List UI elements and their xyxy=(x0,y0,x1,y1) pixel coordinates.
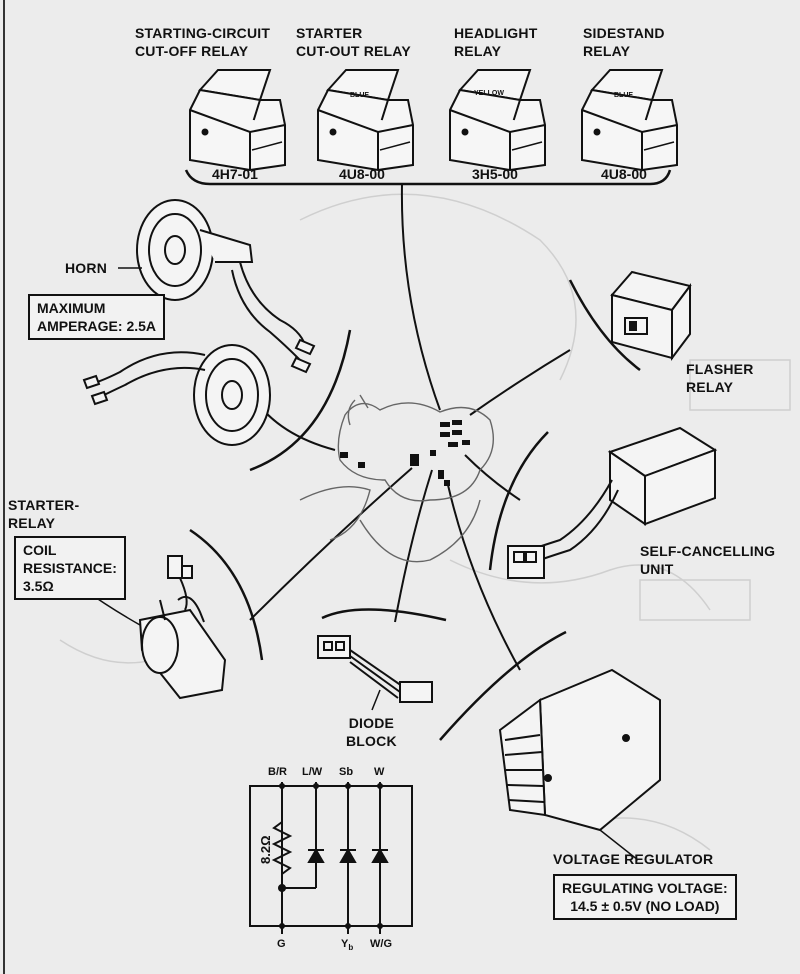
pin-top-4: W xyxy=(374,766,385,778)
relay-code-3: 3H5-00 xyxy=(472,166,518,182)
relay-4 xyxy=(581,69,678,172)
relay-3 xyxy=(449,69,546,172)
relay-color-headlight: YELLOW xyxy=(474,90,504,97)
relay-code-1: 4H7-01 xyxy=(212,166,258,182)
relay-color-sidestand: BLUE xyxy=(614,92,634,99)
horn-spec-box: MAXIMUM AMPERAGE: 2.5A xyxy=(28,294,166,340)
relay-label-starting-circuit: STARTING-CIRCUIT CUT-OFF RELAY xyxy=(135,25,271,59)
diodes xyxy=(307,848,389,863)
regulator-label: VOLTAGE REGULATOR xyxy=(553,851,714,867)
relay-color-starter-cutout: BLUE xyxy=(350,92,370,99)
pin-bottom-2-subscript: b xyxy=(348,943,354,953)
relay-2 xyxy=(317,69,414,172)
pin-top-2: L/W xyxy=(302,766,323,778)
pin-bottom-1: G xyxy=(277,938,286,950)
pin-bottom-3: W/G xyxy=(370,938,392,950)
starter-relay-spec-box: COIL RESISTANCE: 3.5Ω xyxy=(14,536,126,600)
relay-code-4: 4U8-00 xyxy=(601,166,647,182)
voltage-regulator-unit xyxy=(498,668,661,832)
self-cancelling-unit xyxy=(507,426,718,579)
regulator-spec-box: REGULATING VOLTAGE: 14.5 ± 0.5V (NO LOAD… xyxy=(553,874,737,920)
diode-schematic xyxy=(249,782,413,934)
diode-block-connector xyxy=(317,635,433,703)
starter-relay-unit xyxy=(138,555,227,700)
self-cancelling-label: SELF-CANCELLING UNIT xyxy=(640,543,776,577)
resistor-value: 8.2Ω xyxy=(258,835,273,865)
pin-top-3: Sb xyxy=(339,766,354,778)
relay-label-starter-cutout: STARTER CUT-OUT RELAY xyxy=(296,25,411,59)
relay-1 xyxy=(189,69,286,172)
relay-code-2: 4U8-00 xyxy=(339,166,385,182)
pin-top-1: B/R xyxy=(268,766,287,778)
flasher-relay xyxy=(610,270,692,361)
relay-label-headlight: HEADLIGHT RELAY xyxy=(454,25,538,59)
horn-top xyxy=(136,199,316,374)
pin-bottom-2: Yb xyxy=(341,938,354,953)
relay-label-sidestand: SIDESTAND RELAY xyxy=(583,25,665,59)
diode-block-label: DIODE BLOCK xyxy=(346,715,397,749)
starter-relay-label: STARTER- RELAY xyxy=(8,497,80,531)
flasher-relay-label: FLASHER RELAY xyxy=(686,361,754,395)
horn-label: HORN xyxy=(65,260,108,276)
horn-bottom xyxy=(82,344,271,446)
